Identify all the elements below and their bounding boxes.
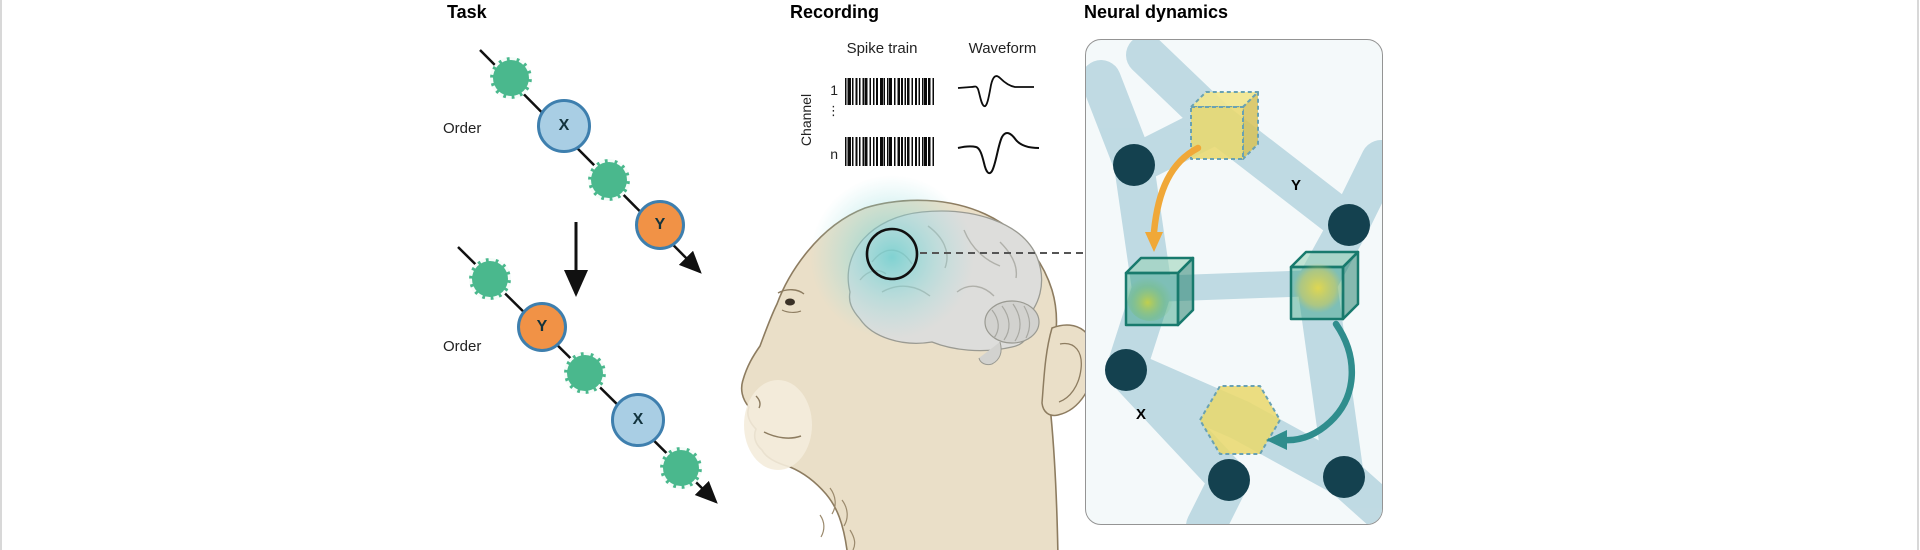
seq2-item-circle (564, 352, 606, 394)
seq1-item-circle (490, 57, 532, 99)
neural-network-illustration (1086, 40, 1382, 524)
spike-train-header: Spike train (846, 40, 918, 57)
left-border-line (0, 0, 2, 550)
item-x-label: X (632, 411, 644, 428)
cerebellum-stripes (991, 303, 1031, 342)
recording-panel-title: Recording (790, 2, 880, 22)
seq1-item-circle (588, 159, 630, 201)
transition-arrow-orange (1145, 144, 1202, 252)
item-y-label: Y (536, 318, 548, 335)
channel-n-label: n (830, 146, 838, 162)
neural-panel-title: Neural dynamics (1084, 2, 1229, 22)
monkey-head-illustration (740, 175, 1096, 550)
monkey-face-details (755, 289, 856, 550)
spike-train-raster-ch1 (845, 78, 935, 105)
cerebellum (984, 300, 1040, 344)
seq2-item-circle (469, 258, 511, 300)
active-cube-right-glow (1293, 263, 1343, 313)
active-cube-left-glow (1127, 275, 1173, 321)
channel-1-label: 1 (830, 82, 838, 98)
monkey-muzzle (744, 380, 812, 470)
order-label-2: Order (443, 338, 482, 355)
task-panel-title: Task (447, 2, 487, 22)
recording-region-glow (810, 175, 974, 339)
item-y-label: Y (654, 216, 666, 233)
right-border-line (1917, 0, 1919, 550)
state-cube-y (1190, 91, 1259, 160)
recording-site-circle (865, 227, 919, 281)
transition-arrow-teal (1266, 320, 1356, 450)
seq1-item-y: Y (635, 200, 685, 250)
item-x-label: X (558, 117, 570, 134)
seq2-item-y: Y (517, 302, 567, 352)
waveform-header: Waveform (968, 40, 1037, 57)
waveform-ch1 (957, 75, 1034, 108)
neural-dynamics-panel: Y X (1085, 39, 1383, 525)
seq2-item-x: X (611, 393, 665, 447)
order-label-1: Order (443, 120, 482, 137)
cube-x-label: X (1136, 406, 1147, 423)
state-cube-x (1199, 385, 1281, 455)
spike-train-raster-chn (845, 137, 935, 166)
network-nodes (1105, 144, 1370, 501)
channel-ellipsis: ⋮ (827, 103, 840, 118)
cube-y-label: Y (1291, 177, 1302, 194)
waveform-chn (957, 132, 1040, 175)
seq1-item-x: X (537, 99, 591, 153)
brainstem (978, 341, 1002, 366)
seq2-item-circle (660, 447, 702, 489)
